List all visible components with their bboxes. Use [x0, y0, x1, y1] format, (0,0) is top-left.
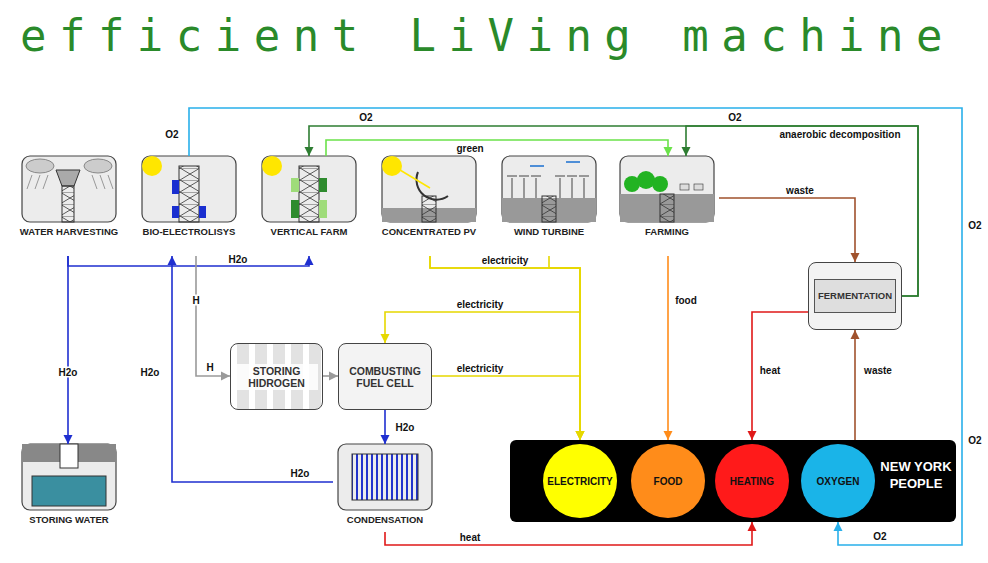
flow-label: O2 — [163, 129, 180, 140]
edge-label: H2o — [394, 422, 417, 433]
flow-label: O2 — [966, 220, 983, 231]
arrow-head — [381, 334, 390, 343]
arrow-head — [576, 431, 585, 440]
arrow-head — [305, 256, 314, 265]
node-text: FARMING — [615, 226, 719, 237]
edge-label: H2o — [289, 468, 312, 479]
flow-connector — [430, 256, 580, 440]
flow-label: H2o — [139, 367, 162, 378]
arrow-head — [305, 147, 314, 156]
output-circle: HEATING — [715, 444, 789, 518]
flow-label: O2 — [726, 112, 743, 123]
flow-connector — [196, 256, 230, 376]
process-box: FARMING — [615, 156, 719, 256]
flow-connector — [67, 256, 69, 444]
output-circle: FOOD — [631, 444, 705, 518]
flow-connector — [549, 256, 580, 440]
edge-label: H2o — [57, 367, 80, 378]
arrow-head — [682, 147, 691, 156]
edge-label: H2o — [227, 254, 250, 265]
edge-label: green — [454, 143, 485, 154]
arrow-head — [576, 431, 585, 440]
arrow-head — [221, 372, 230, 381]
flow-connector — [719, 198, 855, 262]
edge-label: electricity — [480, 255, 531, 266]
wind-turbine-icon — [502, 162, 596, 222]
process-box: CONCENTRATED PV — [377, 156, 481, 256]
process-box: CONDENSATION — [333, 444, 437, 532]
node-text: WIND TURBINE — [497, 226, 601, 237]
node-text: BIO-ELECTROLISYS — [137, 226, 241, 237]
node-text: CONDENSATION — [333, 514, 437, 525]
flow-connector — [326, 140, 668, 156]
node-text: FOOD — [654, 476, 683, 487]
edge-label: waste — [862, 365, 894, 376]
arrow-head — [381, 435, 390, 444]
process-box: BIO-ELECTROLISYS — [137, 156, 241, 256]
node-text: HEATING — [730, 476, 774, 487]
flow-connector — [854, 330, 856, 440]
flow-connector — [172, 256, 333, 482]
flow-label: H — [204, 362, 215, 373]
process-box: STORING HIDROGEN — [230, 343, 323, 410]
flow-connector — [189, 108, 962, 545]
process-box: VERTICAL FARM — [257, 156, 361, 256]
arrow-head — [664, 431, 673, 440]
flow-connector — [667, 256, 669, 440]
people-band: NEW YORK PEOPLE ELECTRICITY FOOD HEATING OXY… — [510, 440, 956, 522]
arrow-head — [64, 435, 73, 444]
flow-label: O2 — [871, 531, 888, 542]
flow-connector — [68, 256, 309, 266]
edge-label: food — [673, 295, 699, 306]
farming-icon — [620, 171, 714, 222]
arrow-head — [168, 256, 177, 265]
flow-connector — [752, 312, 808, 440]
node-text: NEW YORK PEOPLE — [880, 458, 952, 492]
edge-label: H — [190, 295, 201, 306]
flow-connector — [385, 522, 752, 545]
flow-connector — [432, 376, 580, 440]
arrow-head — [748, 522, 757, 531]
flow-label: O2 — [966, 435, 983, 446]
node-text: STORING WATER — [17, 514, 121, 525]
node-text: CONCENTRATED PV — [377, 226, 481, 237]
node-text: COMBUSTING FUEL CELL — [343, 365, 427, 389]
concentrated-pv-icon — [382, 156, 476, 222]
edge-label: O2 — [357, 112, 374, 123]
node-text: WATER HARVESTING — [17, 226, 121, 237]
output-circle: ELECTRICITY — [543, 444, 617, 518]
node-text: ELECTRICITY — [547, 476, 613, 487]
flow-connector — [385, 256, 580, 343]
water-harvesting-icon — [26, 159, 113, 222]
node-text: FERMENTATION — [814, 279, 896, 313]
vertical-farm-icon — [262, 156, 327, 222]
arrow-head — [834, 522, 843, 531]
bio-electrolysis-icon — [142, 156, 206, 222]
process-box: WIND TURBINE — [497, 156, 601, 256]
node-text: VERTICAL FARM — [257, 226, 361, 237]
arrow-head — [664, 147, 673, 156]
arrow-head — [576, 431, 585, 440]
output-circle: OXYGEN — [801, 444, 875, 518]
storing-water-icon — [22, 444, 116, 506]
arrow-head — [748, 431, 757, 440]
process-box: STORING WATER — [17, 444, 121, 532]
edge-label: anaerobic decomposition — [777, 129, 902, 140]
node-text: STORING HIDROGEN — [235, 364, 318, 390]
arrow-head — [329, 372, 338, 381]
arrow-head — [851, 330, 860, 339]
arrow-head — [851, 253, 860, 262]
condensation-icon — [352, 454, 418, 500]
edge-label: heat — [458, 532, 483, 543]
node-text: OXYGEN — [817, 476, 860, 487]
edge-label: heat — [758, 365, 783, 376]
edge-label: waste — [784, 185, 816, 196]
process-box: COMBUSTING FUEL CELL — [338, 343, 432, 410]
process-box: FERMENTATION — [808, 262, 902, 330]
edge-label: electricity — [455, 363, 506, 374]
edge-label: electricity — [455, 299, 506, 310]
diagram-title: efficient LiVing machine — [20, 8, 955, 64]
process-box: WATER HARVESTING — [17, 156, 121, 256]
